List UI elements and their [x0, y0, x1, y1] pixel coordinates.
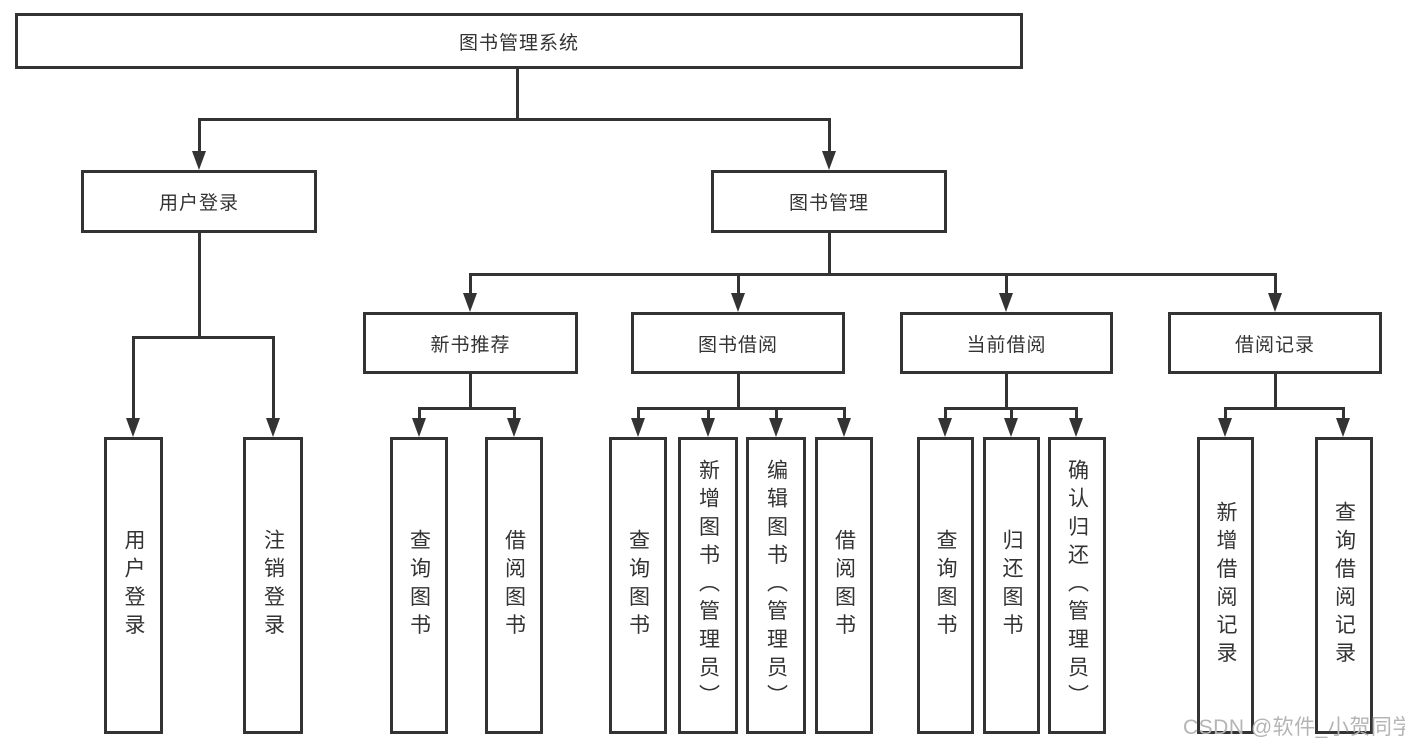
arrowhead-down-icon: [769, 418, 783, 437]
leaf-borrowing-query-books-label: 查询图书: [626, 529, 650, 642]
leaf-borrowing-borrow-books: 借阅图书: [815, 437, 873, 734]
edge-vline: [737, 374, 740, 410]
node-new-book-recommend: 新书推荐: [363, 312, 578, 374]
leaf-current-return-books: 归还图书: [983, 437, 1040, 734]
edge-vline: [1342, 407, 1345, 421]
arrowhead-down-icon: [1336, 418, 1350, 437]
leaf-current-query-books: 查询图书: [917, 437, 974, 734]
edge-vline: [132, 336, 135, 421]
leaf-logout-label: 注销登录: [261, 529, 285, 642]
arrowhead-down-icon: [999, 293, 1013, 312]
arrowhead-down-icon: [837, 418, 851, 437]
edge-hline: [418, 407, 516, 410]
arrowhead-down-icon: [631, 418, 645, 437]
edge-vline: [1005, 374, 1008, 410]
edge-vline: [828, 233, 831, 276]
edge-vline: [1075, 407, 1078, 421]
edge-vline: [418, 407, 421, 421]
node-book-management-label: 图书管理: [788, 193, 869, 214]
edge-vline: [637, 407, 640, 421]
edge-vline: [828, 118, 831, 156]
edge-vline: [272, 336, 275, 421]
edge-vline: [1005, 273, 1008, 297]
node-user-login-label: 用户登录: [158, 193, 239, 214]
leaf-borrowing-edit-books-admin-label: 编辑图书（管理员）: [764, 458, 788, 713]
leaf-logout: 注销登录: [243, 437, 303, 734]
edge-vline: [198, 118, 201, 156]
edge-vline: [775, 407, 778, 421]
node-current-borrowing-label: 当前借阅: [966, 334, 1047, 356]
arrowhead-down-icon: [1218, 418, 1232, 437]
node-new-book-recommend-label: 新书推荐: [430, 334, 511, 356]
edge-vline: [516, 68, 519, 119]
edge-hline: [469, 273, 1277, 276]
node-borrowing-records: 借阅记录: [1168, 312, 1382, 374]
edge-vline: [843, 407, 846, 421]
leaf-records-add-record-label: 新增借阅记录: [1214, 501, 1237, 670]
edge-vline: [513, 407, 516, 421]
arrowhead-down-icon: [731, 293, 745, 312]
leaf-borrowing-query-books: 查询图书: [609, 437, 667, 734]
leaf-user-login: 用户登录: [104, 437, 163, 734]
leaf-records-add-record: 新增借阅记录: [1197, 437, 1254, 734]
leaf-borrowing-add-books-admin-label: 新增图书（管理员）: [696, 458, 720, 713]
edge-vline: [737, 273, 740, 297]
edge-vline: [1010, 407, 1013, 421]
arrowhead-down-icon: [1268, 293, 1282, 312]
edge-vline: [1274, 273, 1277, 297]
arrowhead-down-icon: [507, 418, 521, 437]
leaf-newrec-borrow-books: 借阅图书: [485, 437, 543, 734]
edge-vline: [1274, 374, 1277, 410]
edge-vline: [198, 233, 201, 339]
edge-vline: [469, 374, 472, 410]
node-library-system: 图书管理系统: [15, 13, 1023, 69]
edge-hline: [1224, 407, 1345, 410]
leaf-current-confirm-return-admin-label: 确认归还（管理员）: [1065, 458, 1089, 713]
leaf-newrec-borrow-books-label: 借阅图书: [502, 529, 526, 642]
leaf-newrec-query-books: 查询图书: [390, 437, 448, 734]
leaf-current-confirm-return-admin: 确认归还（管理员）: [1048, 437, 1106, 734]
arrowhead-down-icon: [1069, 418, 1083, 437]
leaf-records-query-record: 查询借阅记录: [1315, 437, 1373, 734]
leaf-borrowing-edit-books-admin: 编辑图书（管理员）: [746, 437, 806, 734]
edge-vline: [707, 407, 710, 421]
node-library-system-label: 图书管理系统: [458, 32, 579, 54]
leaf-newrec-query-books-label: 查询图书: [407, 529, 431, 642]
node-book-borrowing: 图书借阅: [631, 312, 845, 374]
leaf-borrowing-borrow-books-label: 借阅图书: [832, 529, 856, 642]
leaf-borrowing-add-books-admin: 新增图书（管理员）: [678, 437, 738, 734]
node-borrowing-records-label: 借阅记录: [1234, 334, 1315, 356]
edge-hline: [637, 407, 846, 410]
edge-vline: [469, 273, 472, 297]
arrowhead-down-icon: [938, 418, 952, 437]
arrowhead-down-icon: [463, 293, 477, 312]
node-current-borrowing: 当前借阅: [900, 312, 1113, 374]
node-book-borrowing-label: 图书借阅: [697, 334, 778, 356]
watermark: CSDN @软件_小贺同学: [1183, 716, 1405, 739]
node-book-management: 图书管理: [711, 170, 947, 233]
arrowhead-down-icon: [266, 418, 280, 437]
arrowhead-down-icon: [822, 151, 836, 170]
arrowhead-down-icon: [192, 151, 206, 170]
edge-vline: [944, 407, 947, 421]
leaf-current-query-books-label: 查询图书: [934, 529, 957, 642]
node-user-login: 用户登录: [81, 170, 317, 233]
arrowhead-down-icon: [701, 418, 715, 437]
arrowhead-down-icon: [412, 418, 426, 437]
leaf-current-return-books-label: 归还图书: [1000, 529, 1023, 642]
arrowhead-down-icon: [1004, 418, 1018, 437]
leaf-records-query-record-label: 查询借阅记录: [1332, 501, 1356, 670]
edge-vline: [1224, 407, 1227, 421]
edge-hline: [198, 118, 831, 121]
edge-hline: [132, 336, 275, 339]
leaf-user-login-label: 用户登录: [122, 529, 145, 642]
arrowhead-down-icon: [126, 418, 140, 437]
